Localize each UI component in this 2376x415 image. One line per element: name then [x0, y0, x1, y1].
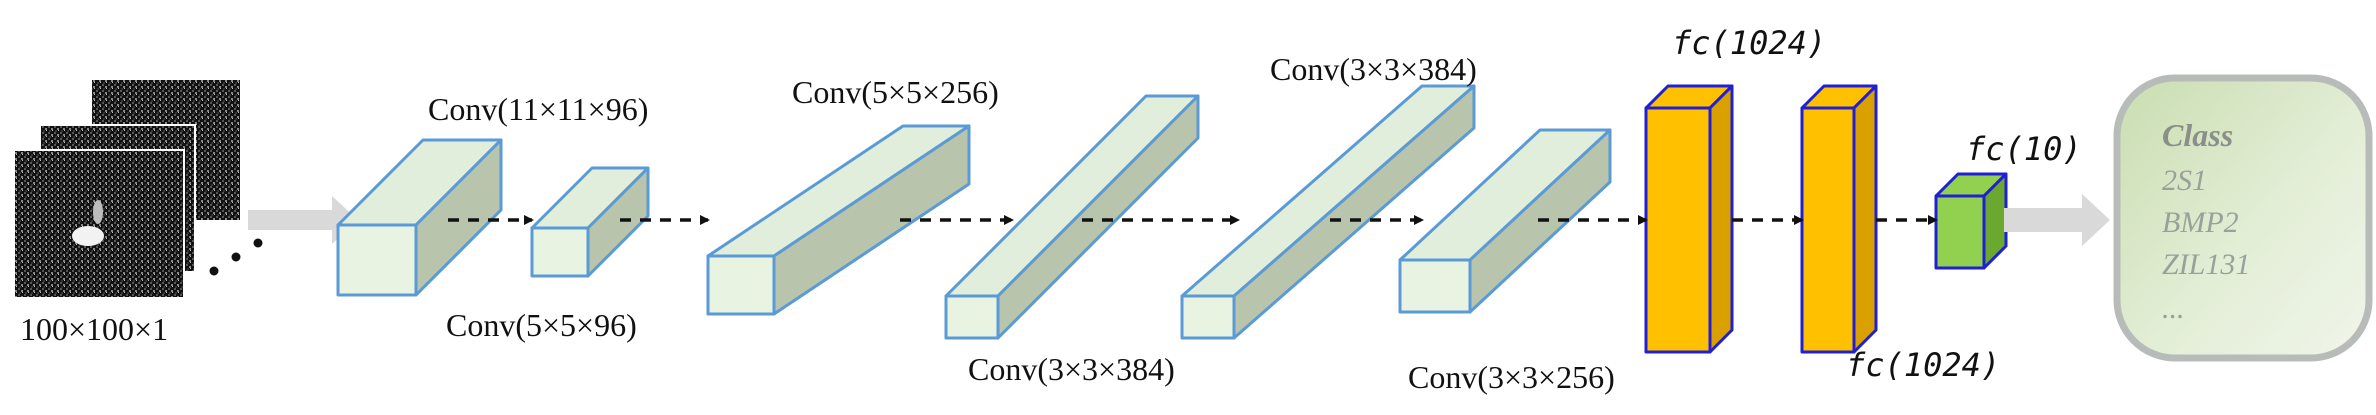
fc-layer-3-front-face — [1934, 194, 1986, 270]
output-arrow — [2004, 194, 2110, 246]
conv5-label: Conv(3×3×384) — [1270, 51, 1477, 87]
conv-layer-4-front-face — [944, 294, 1000, 340]
class-item: ZIL131 — [2162, 248, 2250, 281]
conv-layer-2-front-face — [530, 226, 590, 278]
fc-layer-1-side-face — [1708, 84, 1734, 354]
fc-layer-2-side-face — [1852, 84, 1878, 354]
fc-layer-2 — [1800, 84, 1878, 354]
input-target-blob — [72, 226, 104, 246]
class-item: BMP2 — [2162, 206, 2239, 239]
ellipsis-dot — [231, 252, 241, 262]
conv2-label: Conv(5×5×96) — [446, 307, 637, 343]
conv-layer-6-front-face — [1398, 258, 1472, 314]
input-target-blob-tail — [93, 200, 103, 224]
fc-layer-3 — [1934, 172, 2008, 270]
conv-layer-5 — [1180, 84, 1476, 340]
fc1-label: fc(1024) — [1672, 24, 1826, 62]
fc-layers — [1644, 84, 2008, 354]
input-size-label: 100×100×1 — [20, 311, 168, 347]
conv-layer-5-front-face — [1180, 294, 1236, 340]
fc2-label: fc(1024) — [1846, 346, 2000, 384]
class-box-shape — [2113, 74, 2373, 362]
conv-layer-3 — [706, 124, 971, 316]
input-image-stack — [13, 80, 240, 299]
conv-layers — [336, 84, 1612, 340]
input-image-front — [13, 149, 185, 299]
input-ellipsis — [209, 238, 263, 276]
class-item: 2S1 — [2162, 164, 2207, 197]
input-arrow — [248, 196, 358, 244]
fc3-label: fc(10) — [1966, 130, 2082, 168]
conv6-label: Conv(3×3×256) — [1408, 359, 1615, 395]
conv3-label: Conv(5×5×256) — [792, 74, 999, 110]
conv-layer-3-front-face — [706, 254, 776, 316]
conv4-label: Conv(3×3×384) — [968, 351, 1175, 387]
class-output-box: Class 2S1 BMP2 ZIL131 ... — [2113, 74, 2373, 362]
conv-layer-4 — [944, 94, 1200, 340]
conv-layer-1-front-face — [336, 223, 418, 297]
fc-layer-1 — [1644, 84, 1734, 354]
fc-layer-1-front-face — [1644, 106, 1712, 354]
ellipsis-dot — [209, 266, 219, 276]
conv-layer-2 — [530, 166, 650, 278]
fc-layer-2-front-face — [1800, 106, 1856, 354]
conv-layer-1 — [336, 138, 503, 297]
class-title: Class — [2162, 117, 2233, 153]
class-item: ... — [2162, 292, 2185, 325]
ellipsis-dot — [253, 238, 263, 248]
conv1-label: Conv(11×11×96) — [428, 91, 648, 127]
